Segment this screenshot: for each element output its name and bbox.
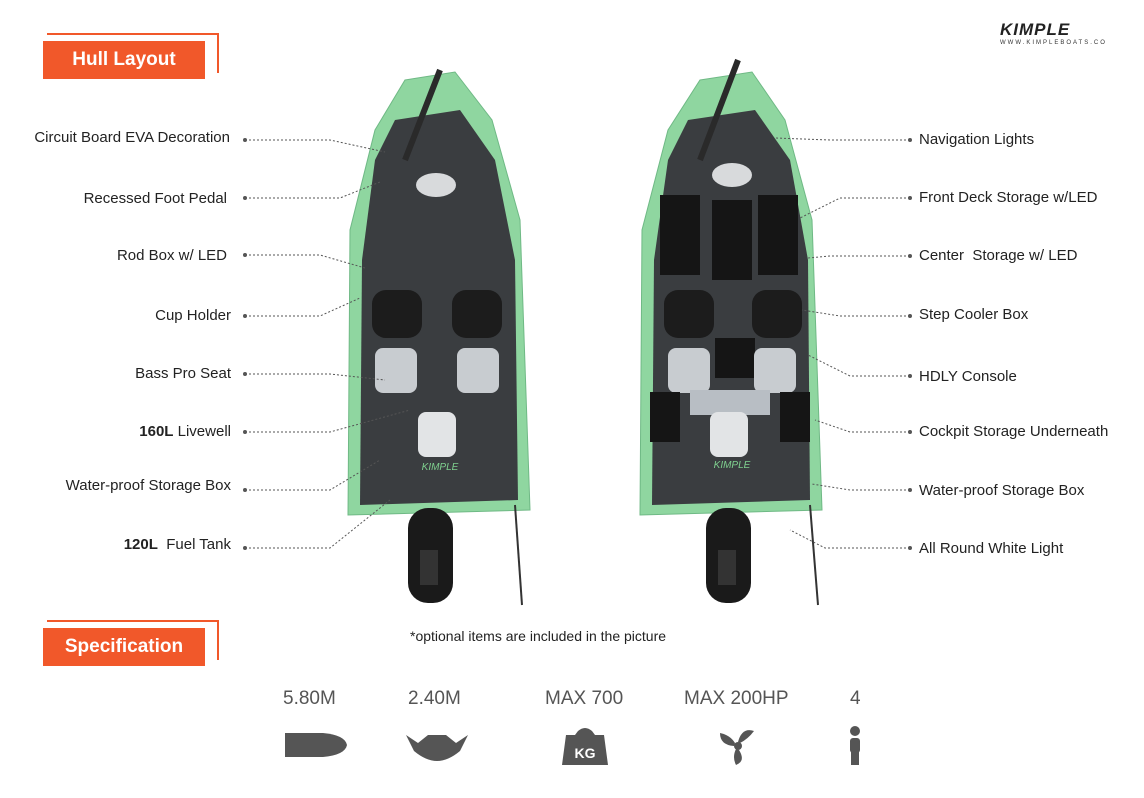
left-leader-lines: [245, 139, 411, 549]
hull-layout-banner: Hull Layout: [43, 41, 205, 79]
label-recessed-foot-pedal: Recessed Foot Pedal: [83, 190, 227, 207]
label-livewell: 160L Livewell: [139, 423, 231, 440]
label-step-cooler-box: Step Cooler Box: [919, 306, 1029, 323]
brand-logo: KIMPLE WWW.KIMPLEBOATS.CO: [1000, 20, 1110, 46]
left-boat-image: KIMPLE: [347, 68, 531, 606]
optional-items-note: *optional items are included in the pict…: [410, 628, 667, 644]
specification-banner: Specification: [43, 628, 205, 666]
specification-banner-outline: [47, 620, 219, 660]
label-circuit-board-eva: Circuit Board EVA Decoration: [34, 129, 230, 146]
spec-max-hp-value: MAX 200HP: [684, 688, 789, 709]
logo-wordmark: KIMPLE: [1000, 20, 1071, 39]
person-icon: [850, 726, 860, 765]
logo-url: WWW.KIMPLEBOATS.CO: [1000, 40, 1107, 46]
label-all-round-white-light: All Round White Light: [919, 540, 1064, 557]
right-leader-lines: [774, 137, 910, 549]
propeller-icon: [720, 730, 754, 765]
spec-persons-value: 4: [850, 688, 861, 709]
label-hdly-console: HDLY Console: [919, 368, 1017, 385]
kg-icon-text: KG: [575, 745, 596, 761]
kg-weight-icon: KG: [562, 728, 608, 765]
label-waterproof-storage-right: Water-proof Storage Box: [919, 482, 1085, 499]
label-cup-holder: Cup Holder: [155, 307, 231, 324]
label-fuel-tank: 120L Fuel Tank: [123, 536, 231, 553]
leader-dots: [243, 138, 912, 550]
spec-beam-value: 2.40M: [408, 688, 461, 709]
label-center-storage: Center Storage w/ LED: [919, 247, 1078, 264]
spec-max-load-value: MAX 700: [545, 688, 624, 709]
label-front-deck-storage: Front Deck Storage w/LED: [919, 189, 1098, 206]
hull-length-icon: [285, 733, 347, 757]
svg-text:KIMPLE: KIMPLE: [422, 462, 459, 473]
right-boat-image: KIMPLE: [639, 58, 823, 606]
hull-beam-icon: [406, 735, 468, 761]
hull-layout-banner-outline: [47, 33, 219, 73]
spec-length-value: 5.80M: [283, 688, 336, 709]
label-bass-pro-seat: Bass Pro Seat: [135, 365, 231, 382]
svg-text:KIMPLE: KIMPLE: [714, 460, 751, 471]
label-waterproof-storage-left: Water-proof Storage Box: [65, 477, 231, 494]
label-navigation-lights: Navigation Lights: [919, 131, 1035, 148]
label-cockpit-storage: Cockpit Storage Underneath: [919, 423, 1109, 440]
label-rod-box: Rod Box w/ LED: [116, 247, 227, 264]
